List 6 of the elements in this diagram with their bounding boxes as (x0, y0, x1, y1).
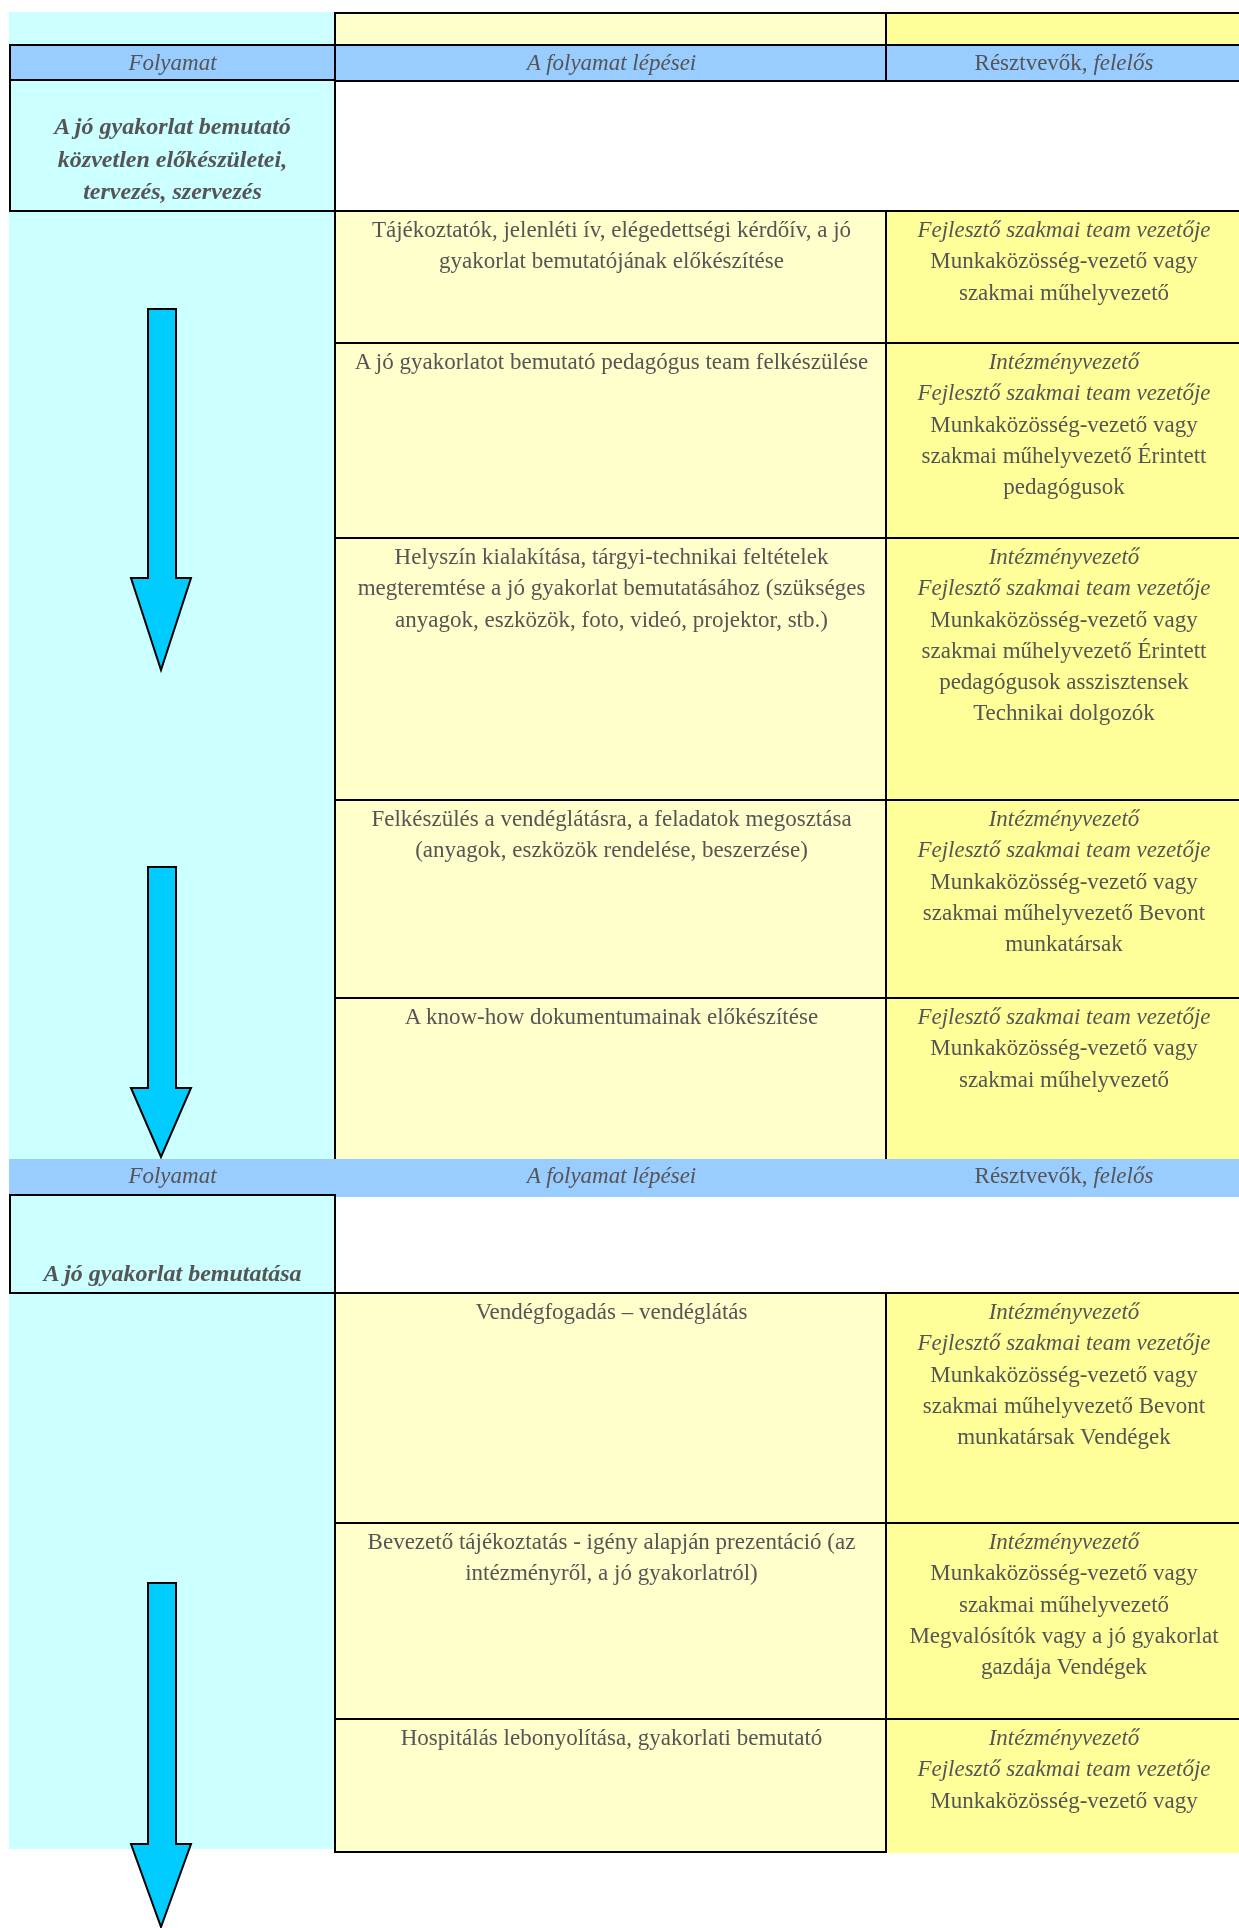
header-cell: Folyamat (9, 1159, 336, 1197)
header-cell: Folyamat (9, 44, 336, 82)
section-title-cell: A jó gyakorlat bemutatása (9, 1194, 336, 1294)
section-title-cell: A jó gyakorlat bemutató közvetlen előkészületei, tervezés, szervezés (9, 79, 336, 212)
header-cell: Résztvevők, felelős (885, 44, 1239, 82)
participants-cell: Intézményvezető Fejlesztő szakmai team vezetője Munkaközösség-vezető vagy (885, 1718, 1239, 1853)
